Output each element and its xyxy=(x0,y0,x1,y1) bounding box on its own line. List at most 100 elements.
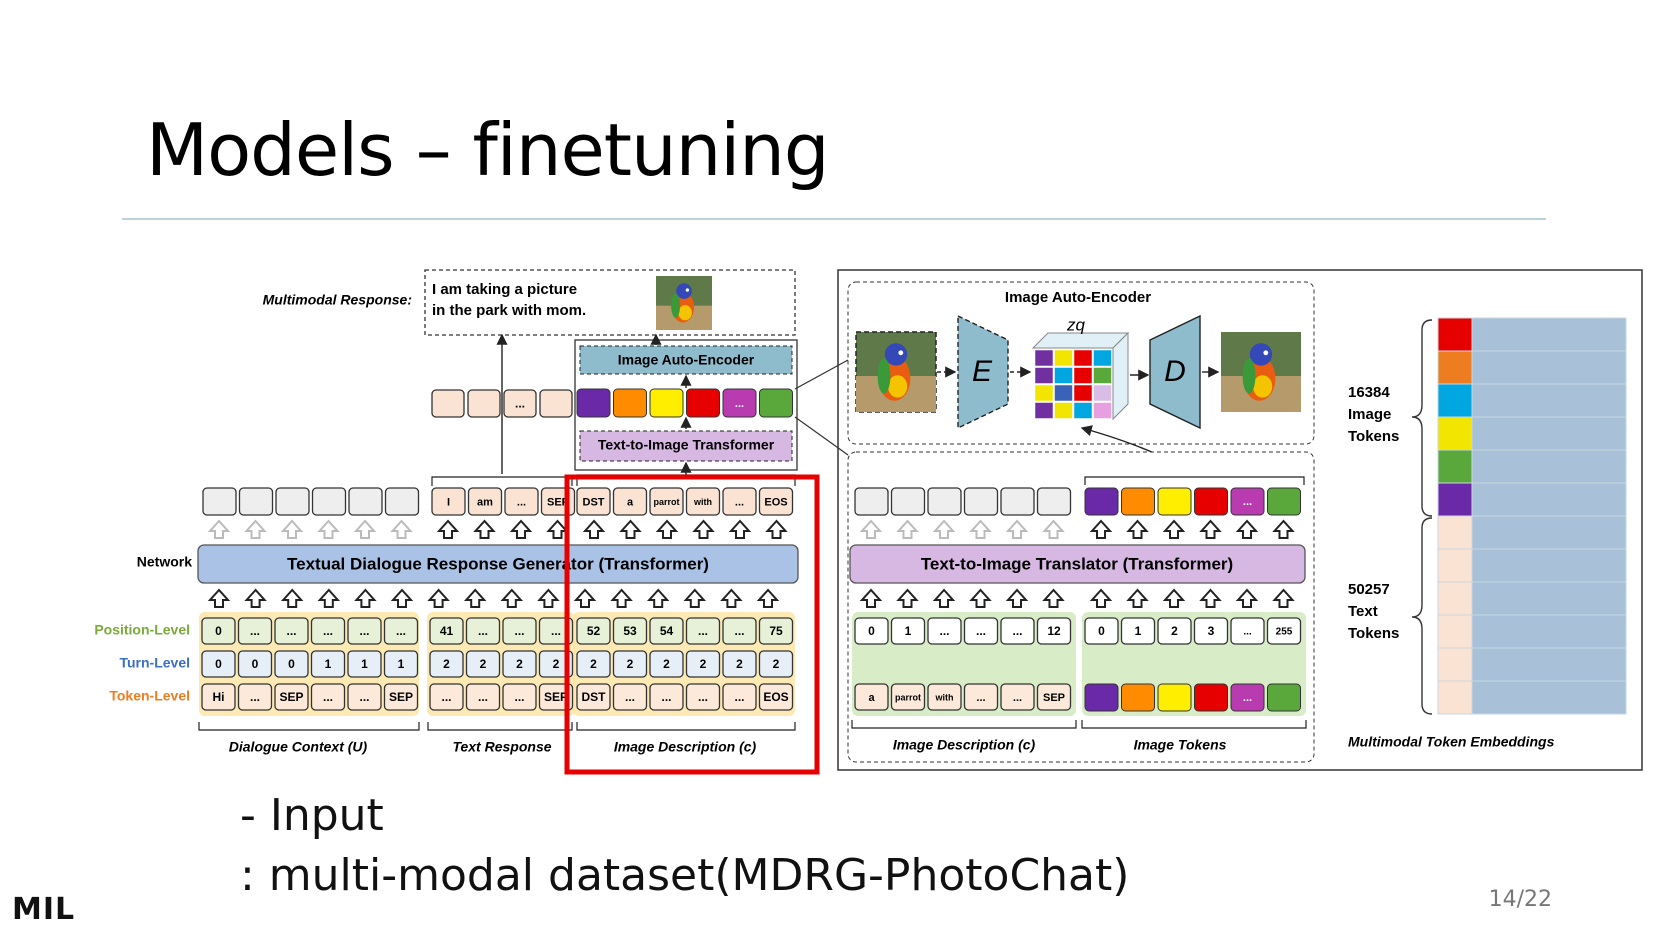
text-token-count: 50257 xyxy=(1348,581,1390,598)
translator-bar xyxy=(849,544,1306,584)
token-label: ... xyxy=(478,690,488,704)
up-arrow-icon xyxy=(473,519,496,539)
token-label: EOS xyxy=(764,496,787,508)
token-label: 2 xyxy=(480,657,487,671)
up-arrow-icon xyxy=(463,588,487,608)
level-token xyxy=(237,683,273,711)
level-token xyxy=(758,650,794,678)
left-image-token-ellipsis: ... xyxy=(735,398,744,410)
desc-output-token xyxy=(612,487,648,516)
left-image-token xyxy=(722,388,757,418)
context-output-token xyxy=(275,487,310,516)
embedding-id-cell xyxy=(1437,449,1473,484)
translator-input-image-token xyxy=(1194,683,1228,712)
up-arrow-icon xyxy=(728,519,752,539)
up-arrow-icon xyxy=(932,588,956,608)
parrot-wing xyxy=(671,293,681,318)
level-token xyxy=(576,617,611,645)
token-label: 52 xyxy=(587,624,601,638)
token-label: 0 xyxy=(1098,624,1105,638)
token-label: 2 xyxy=(627,657,634,671)
token-label: ... xyxy=(734,690,744,704)
up-arrow-icon xyxy=(610,588,633,608)
level-token xyxy=(538,683,574,711)
left-image-token xyxy=(686,388,720,418)
token-label: ... xyxy=(514,690,524,704)
image-token-word1: Image xyxy=(1348,406,1391,423)
level-label: Turn-Level xyxy=(119,655,190,671)
encoder-shape xyxy=(957,314,1009,430)
level-token xyxy=(758,683,794,711)
text-level-bg xyxy=(427,612,575,716)
embedding-vector-cell xyxy=(1471,515,1627,550)
context-output-token xyxy=(348,487,383,516)
translator-input-image-token xyxy=(1084,683,1119,712)
faint-up-arrow-icon xyxy=(1005,519,1029,539)
faint-up-arrow-icon xyxy=(969,519,992,539)
token-label: 1 xyxy=(1135,624,1142,638)
context-output-token xyxy=(202,487,237,516)
parrot-eye xyxy=(898,350,904,356)
left-image-token xyxy=(759,388,793,418)
token-label: ... xyxy=(976,624,986,638)
faint-up-arrow-icon xyxy=(353,519,377,539)
left-image-token xyxy=(649,388,684,418)
up-arrow-icon xyxy=(1235,588,1259,608)
text-response-output-token xyxy=(431,389,465,418)
text-output-token xyxy=(431,487,466,516)
translator-input-image-token xyxy=(1121,683,1155,712)
level-token xyxy=(502,683,537,711)
up-arrow-icon xyxy=(1089,588,1113,608)
token-label: 53 xyxy=(623,624,637,638)
token-label: 0 xyxy=(252,657,259,671)
token-label: ... xyxy=(515,397,525,411)
grid-cell xyxy=(1054,367,1073,384)
level-token xyxy=(347,650,382,678)
embedding-vector-cell xyxy=(1471,482,1627,517)
multimodal-response-label: Multimodal Response: xyxy=(263,292,412,308)
token-label: ... xyxy=(734,624,744,638)
token-label: ... xyxy=(286,624,296,638)
token-label: ... xyxy=(661,690,671,704)
title-divider xyxy=(122,218,1546,220)
response-box xyxy=(424,269,796,336)
level-label: Position-Level xyxy=(94,622,190,638)
faint-up-arrow-icon xyxy=(244,519,267,539)
up-arrow-icon xyxy=(1005,588,1029,608)
token-label: 2 xyxy=(1171,624,1178,638)
desc-output-token xyxy=(685,487,721,516)
token-label: ... xyxy=(1013,692,1022,704)
translator-faint-output-token xyxy=(963,487,999,516)
level-token xyxy=(502,617,537,645)
translator-desc-token xyxy=(927,683,962,711)
embedding-id-cell xyxy=(1437,548,1473,583)
up-arrow-icon xyxy=(1126,519,1149,539)
mil-logo: MIL xyxy=(12,892,76,927)
level-token xyxy=(201,650,236,678)
token-label: 54 xyxy=(660,624,674,638)
text-output-token xyxy=(467,487,503,516)
embedding-vector-cell xyxy=(1471,416,1627,451)
level-token xyxy=(758,617,794,645)
generator-bar xyxy=(197,544,799,584)
embedding-vector-cell xyxy=(1471,449,1627,484)
embedding-vector-cell xyxy=(1471,680,1627,715)
embedding-vector-cell xyxy=(1471,581,1627,616)
text-response-output-token xyxy=(539,389,573,418)
up-arrow-icon xyxy=(317,588,341,608)
level-token xyxy=(722,683,757,711)
translator-position-token xyxy=(1157,617,1192,645)
level-token xyxy=(429,683,464,711)
up-arrow-icon xyxy=(1089,519,1113,539)
parrot-eye xyxy=(1263,350,1269,356)
token-label: ... xyxy=(517,496,526,508)
embedding-vector-cell xyxy=(1471,383,1627,418)
up-arrow-icon xyxy=(1042,588,1065,608)
translator-position-token xyxy=(1000,617,1035,645)
token-label: ... xyxy=(514,624,524,638)
level-token xyxy=(612,617,648,645)
up-arrow-icon xyxy=(546,519,569,539)
translator-faint-output-token xyxy=(927,487,962,516)
token-label: SEP xyxy=(1043,692,1065,704)
